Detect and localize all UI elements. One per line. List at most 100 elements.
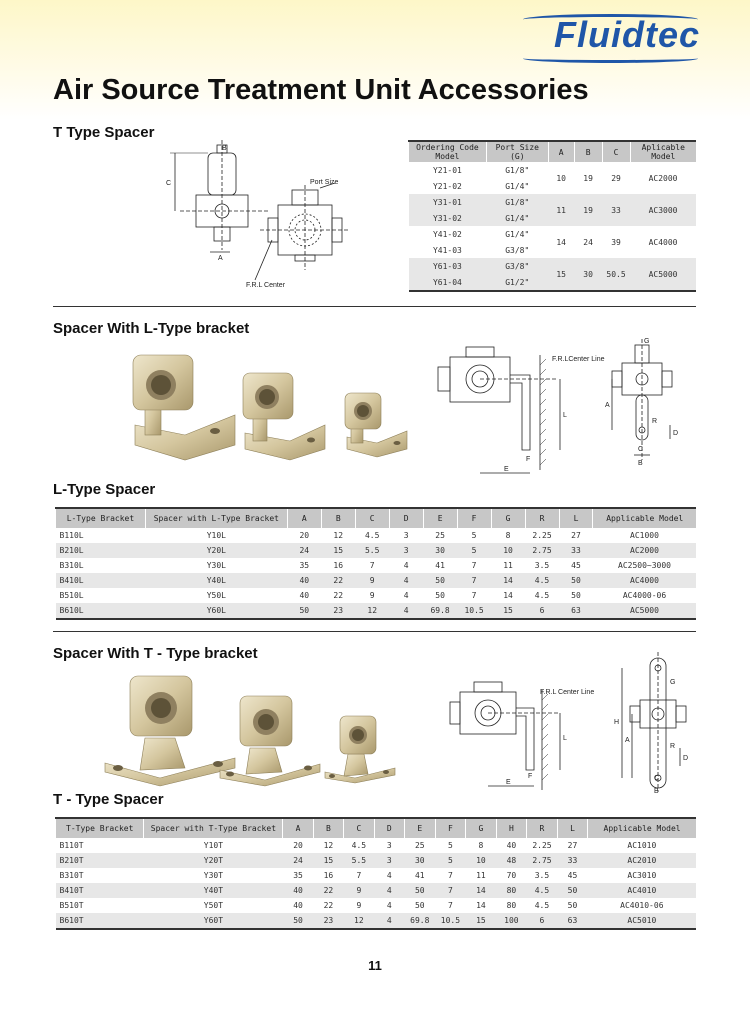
table-cell: 5 (457, 543, 492, 558)
table-cell: 12 (343, 913, 375, 929)
table-cell: AC1000 (630, 531, 659, 540)
dim-label-c: C (166, 180, 171, 187)
dim-label-c: C (654, 775, 659, 782)
col-header: D (388, 508, 424, 528)
table-cell: 16 (323, 871, 334, 880)
table-row: Y61-03 G3/8" 15 30 50.5 AC5000 (408, 258, 696, 291)
table-cell: 14 (476, 901, 486, 910)
table-cell: 7 (448, 871, 453, 880)
table-cell: Y30L (206, 561, 226, 570)
table-cell: 12 (355, 603, 390, 619)
table-cell: 45 (571, 561, 581, 570)
table-cell: Y21-01 (432, 165, 462, 175)
table-cell: 22 (323, 901, 334, 910)
col-header: Ordering Code Model (408, 141, 487, 162)
col-header: R (524, 508, 560, 528)
table-cell: Y41-03 (432, 245, 462, 255)
table-cell: 8 (478, 841, 484, 850)
table-cell: 4 (374, 883, 405, 898)
section-title-l-type-spacer: L-Type Spacer (53, 481, 156, 498)
table-cell: 24 (287, 543, 322, 558)
table-cell: 4 (389, 573, 424, 588)
table-cell: AC2000 (592, 543, 696, 558)
table-cell: 41 (435, 561, 445, 570)
table-cell: 15 (313, 853, 344, 868)
dim-label-r: R (652, 418, 657, 425)
table-cell: 4.5 (364, 531, 380, 540)
table-cell: G1/4" (505, 229, 530, 239)
table-row: Y31-01 G1/8" 11 19 33 AC3000 (408, 194, 696, 226)
table-cell: 6 (526, 913, 558, 929)
table-cell: AC3010 (627, 871, 657, 880)
l-bracket-photo-small (344, 392, 408, 458)
table-cell: 50 (435, 591, 445, 600)
table-cell: 9 (355, 573, 390, 588)
table-cell: AC5010 (587, 913, 696, 929)
table-row: Y21-02 G1/4" (409, 178, 697, 194)
table-cell: B110L (59, 531, 84, 540)
page-number: 11 (368, 958, 382, 973)
col-header: A (282, 818, 314, 838)
table-cell: 69.8 (423, 603, 458, 619)
table-cell: 2.75 (526, 853, 558, 868)
table-cell: G3/8" (486, 258, 549, 274)
dim-label-l: L (563, 412, 567, 419)
table-cell: 4 (386, 871, 392, 880)
table-cell: 40 (506, 841, 517, 850)
table-row: Y21-01 G1/8" 10 19 29 AC2000 (409, 162, 697, 183)
table-cell: AC2000 (648, 173, 678, 183)
table-cell: 10.5 (435, 913, 466, 929)
table-cell: 30 (404, 853, 436, 868)
table-cell: 3 (403, 531, 409, 540)
table-cell: Y31-02 (408, 210, 487, 226)
dim-label-c: C (638, 446, 643, 453)
table-cell: 16 (333, 561, 344, 570)
table-cell: 5 (435, 853, 466, 868)
section-title-t-bracket: Spacer With T - Type bracket (53, 645, 258, 662)
table-cell: 35 (293, 871, 303, 880)
table-cell: AC4010-06 (620, 901, 664, 910)
table-cell: Y61-04 (408, 274, 487, 291)
col-header: Aplicable Model (629, 141, 696, 162)
table-cell: B510L (59, 591, 84, 600)
l-bracket-diagram: F.R.LCenter Line L E F G A R D C B (437, 338, 678, 474)
table-cell: 10.5 (457, 603, 492, 619)
dim-label-f: F (526, 456, 530, 463)
table-cell: 50 (404, 883, 436, 898)
table-cell: 14 (465, 883, 497, 898)
table-cell: 41 (414, 871, 425, 880)
table-cell: 80 (506, 901, 517, 910)
table-cell: 3.5 (534, 561, 550, 570)
table-cell: 63 (559, 603, 593, 619)
table-cell: 40 (299, 591, 310, 600)
dim-label-g: G (644, 338, 649, 345)
frl-center-line-label-l: F.R.LCenter Line (552, 356, 605, 363)
table-cell: 50 (414, 901, 425, 910)
table-cell: 100 (496, 913, 527, 929)
table-header-row: Ordering Code Model Port Size (G) A B C … (408, 141, 696, 162)
dim-label-d: D (683, 755, 688, 762)
table-cell: G1/4" (505, 181, 530, 191)
table-cell: 40 (282, 883, 314, 898)
col-header: Spacer with L-Type Bracket (144, 508, 288, 528)
table-cell: B410T (55, 883, 144, 898)
table-cell: G3/8" (505, 245, 530, 255)
table-cell: 27 (571, 531, 581, 540)
section-title-t-type-spacer-2: T - Type Spacer (53, 791, 164, 808)
table-cell: 39 (611, 237, 621, 247)
port-size-label: Port Size (310, 179, 339, 186)
col-header: Applicable Model (587, 818, 696, 838)
table-cell: 11 (503, 561, 513, 570)
table-cell: AC2500~3000 (618, 561, 671, 570)
table-cell: 50 (423, 573, 458, 588)
col-header: G (490, 508, 526, 528)
col-header: A (547, 141, 575, 162)
dim-label-d: D (673, 430, 678, 437)
table-cell: B210L (55, 543, 146, 558)
